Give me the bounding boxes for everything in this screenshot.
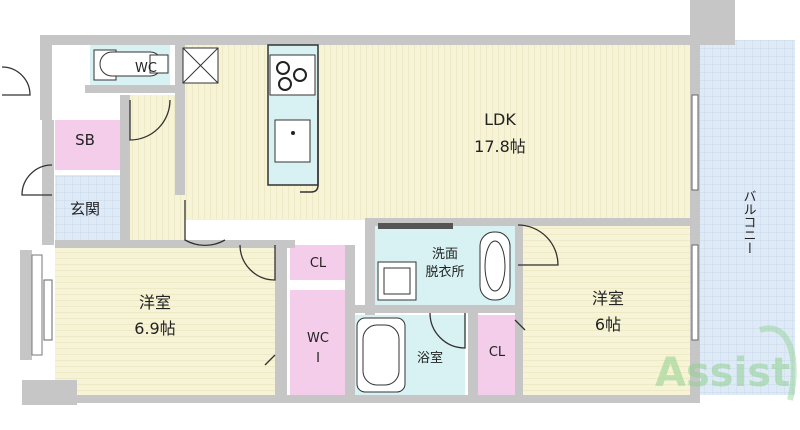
sb-floor	[55, 120, 125, 170]
wci-floor	[290, 290, 345, 395]
stairwell-box	[182, 47, 219, 84]
toilet-top	[93, 49, 169, 81]
cl-center-floor	[290, 245, 345, 280]
washroom-label-2: 脱衣所	[425, 264, 464, 280]
windows	[43, 94, 699, 341]
bath-label: 浴室	[417, 350, 443, 366]
cl-right-floor	[478, 315, 515, 395]
western-right-size: 6帖	[595, 315, 621, 334]
cl-right-label: CL	[489, 345, 506, 360]
western-right-floor	[520, 225, 690, 395]
watermark-logo: Assist	[655, 325, 797, 401]
sb-label: SB	[75, 131, 95, 149]
ldk-floor	[180, 45, 690, 220]
ldk-label: LDK	[484, 110, 516, 129]
entrance-label: 玄関	[70, 200, 100, 218]
western-left-label: 洋室	[139, 293, 171, 312]
doors	[1, 66, 559, 366]
ldk-size: 17.8帖	[474, 137, 526, 156]
washroom-label-1: 洗面	[432, 247, 458, 262]
western-right-label: 洋室	[592, 289, 624, 308]
bathtub	[356, 317, 406, 393]
watermark-text: Assist	[655, 350, 790, 396]
wci-label-2: I	[316, 351, 320, 366]
wc-top-label: WC	[135, 61, 157, 76]
wci-label-1: WC	[307, 331, 329, 346]
cl-center-label: CL	[310, 256, 327, 271]
washroom-fixtures	[377, 223, 511, 301]
entrance-floor	[55, 175, 125, 240]
balcony-label: バルコニー	[741, 190, 757, 255]
western-left-size: 6.9帖	[134, 319, 175, 338]
kitchen-counter	[267, 44, 319, 193]
balcony-floor	[700, 40, 795, 405]
western-left-floor	[55, 245, 280, 395]
